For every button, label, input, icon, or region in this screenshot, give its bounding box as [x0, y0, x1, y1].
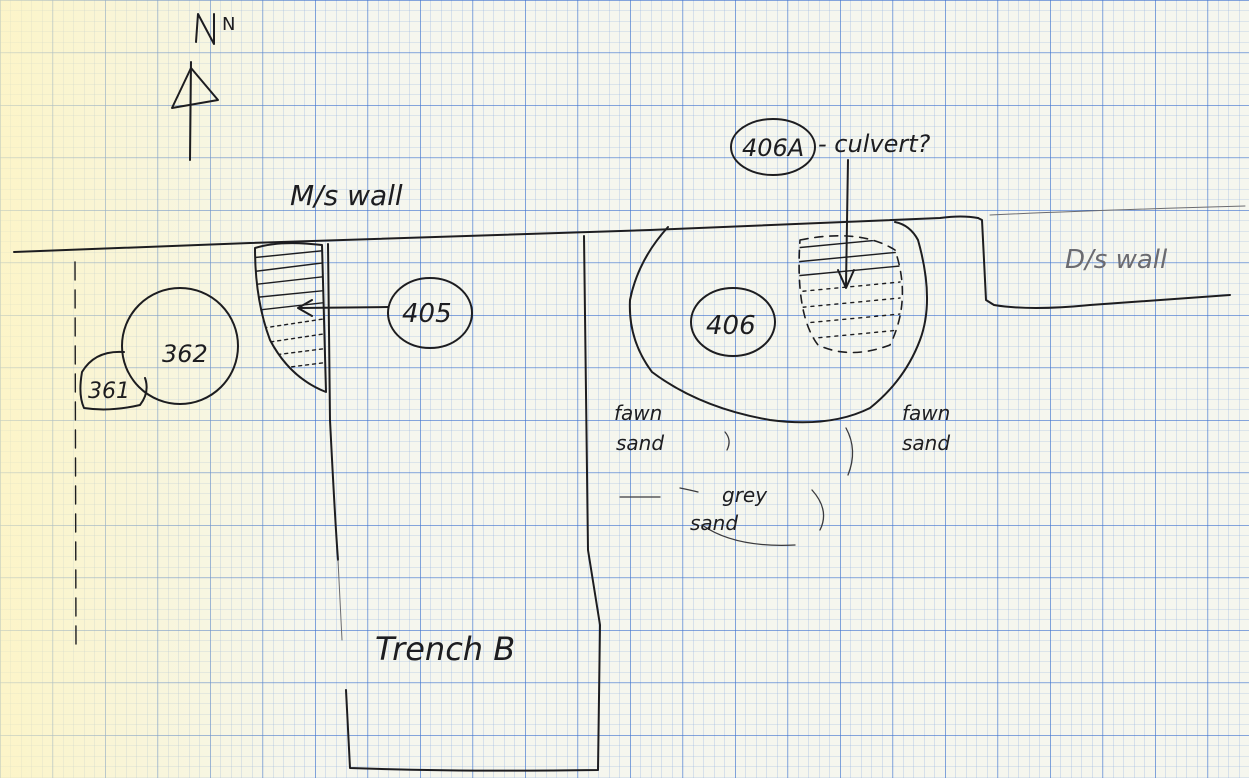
sand-deposit-marks [619, 427, 854, 546]
feature-405-outline [254, 242, 327, 393]
north-label: N [222, 14, 235, 35]
feature-406-outline [628, 221, 929, 424]
feature-406a-outline [798, 234, 904, 354]
feature-405-label: 405 [402, 299, 452, 329]
arrow-405 [297, 299, 389, 317]
trench-left-bottom-edge [345, 235, 601, 772]
trench-bottom-faint [337, 559, 343, 641]
right-fawn-label-line1: fawn [902, 401, 950, 425]
feature-362-outline [121, 287, 239, 405]
north-arrow [171, 13, 219, 161]
left-fawn-label-line2: sand [616, 431, 664, 455]
label-406a-circle [730, 118, 816, 176]
feature-406-label: 406 [706, 311, 756, 341]
north-arrow-shaft [189, 61, 192, 161]
arrow-406a [837, 159, 855, 289]
ds-wall-faint-line [989, 205, 1246, 216]
ms-wall-label: M/s wall [290, 179, 403, 212]
ds-wall-line [977, 217, 1231, 309]
right-fawn-label-line2: sand [902, 431, 950, 455]
feature-361-outline [79, 350, 148, 411]
north-letter [195, 13, 215, 45]
feature-406a-label: 406A [742, 134, 804, 162]
feature-362-label: 362 [162, 340, 208, 368]
feature-406a-note: - culvert? [818, 130, 931, 158]
label-405-circle [387, 277, 473, 349]
north-arrow-head [171, 67, 219, 109]
label-406-circle [690, 287, 776, 357]
grey-sand-label-line2: sand [690, 511, 738, 535]
left-fawn-label-line1: fawn [614, 401, 662, 425]
feature-361-label: 361 [88, 379, 130, 404]
left-boundary-line [74, 261, 77, 651]
trench-label: Trench B [375, 630, 515, 668]
grey-sand-label-line1: grey [722, 483, 768, 507]
trench-left-edge [327, 243, 339, 561]
ds-wall-label: D/s wall [1065, 245, 1168, 275]
ms-wall-line [13, 215, 979, 253]
